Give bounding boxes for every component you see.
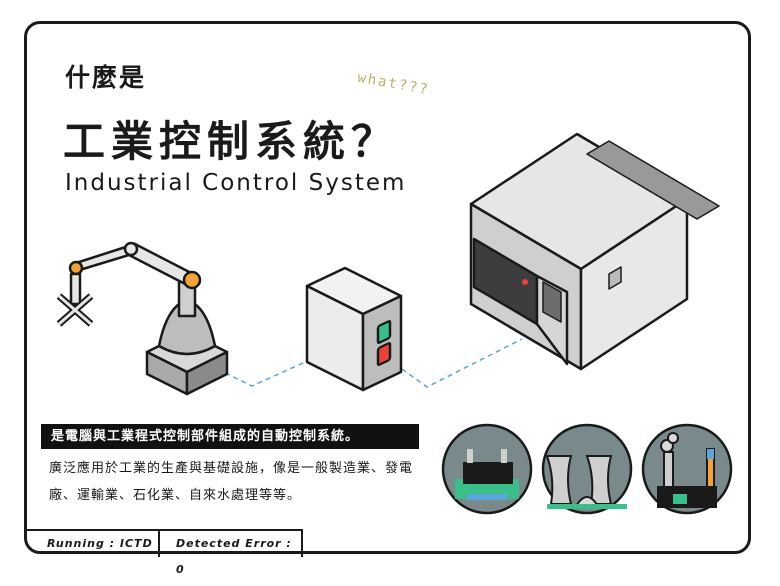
definition-banner: 是電腦與工業程式控制部件組成的自動控制系統。 <box>41 424 419 449</box>
robot-arm-icon <box>56 241 229 396</box>
info-card: 什麼是 工業控制系統？ Industrial Control System wh… <box>24 21 751 576</box>
error-status: Detected Error : 0 <box>160 529 303 576</box>
connector-lines <box>216 338 523 388</box>
industrial-machine-icon <box>469 132 720 371</box>
power-plant-icon <box>541 423 633 515</box>
title-line2: 工業控制系統？ <box>63 117 400 166</box>
factory-icon <box>641 423 733 515</box>
description-text: 廣泛應用於工業的生產與基礎設施，像是一般製造業、發電廠、運輸業、石化業、自來水處… <box>49 461 414 503</box>
status-bar: Running : ICTD Detected Error : 0 <box>27 529 303 576</box>
title-line1: 什麼是 <box>65 63 147 92</box>
water-plant-icon <box>441 423 533 515</box>
title-english: Industrial Control System <box>65 170 407 196</box>
running-status: Running : ICTD <box>27 529 160 557</box>
control-box-icon <box>305 266 403 392</box>
illustration <box>56 132 733 515</box>
